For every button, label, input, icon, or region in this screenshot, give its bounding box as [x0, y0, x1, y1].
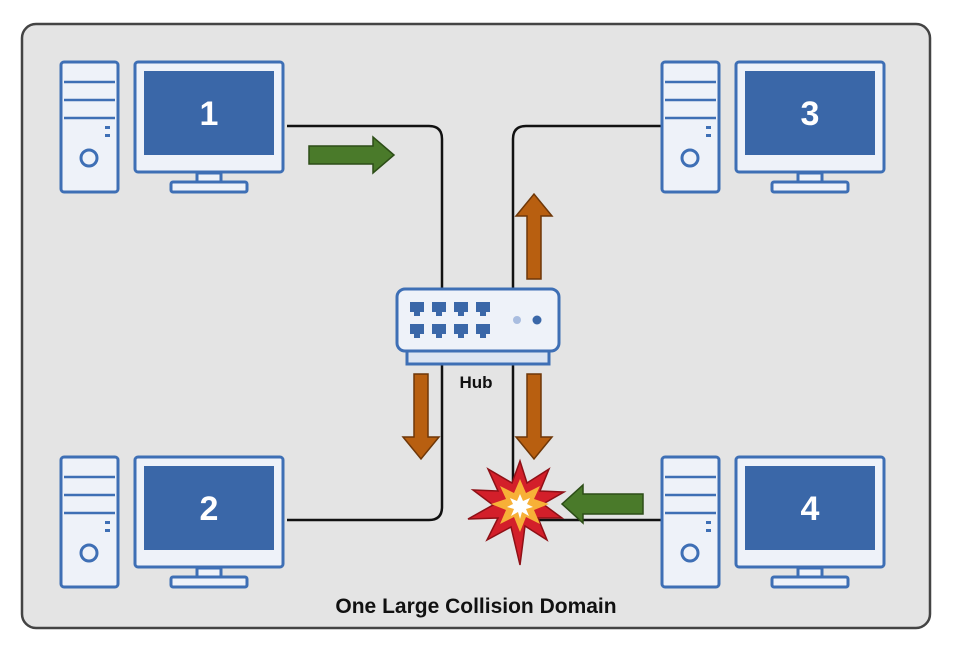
arrow-right-icon: [308, 135, 396, 175]
computer-monitor-icon: 4: [734, 455, 886, 589]
computer-4: 4: [660, 455, 886, 589]
hub-icon: [395, 287, 561, 366]
computer-tower-icon: [59, 455, 120, 589]
computer-tower-icon: [59, 60, 120, 194]
computer-label: 3: [801, 95, 820, 133]
computer-monitor-icon: 2: [133, 455, 285, 589]
arrow-left-icon: [560, 483, 644, 525]
cable-pc3-hub: [511, 124, 662, 292]
diagram-caption: One Large Collision Domain: [335, 595, 616, 618]
computer-label: 2: [200, 490, 219, 528]
arrow-down-icon: [401, 373, 441, 461]
hub-led-icon: [513, 316, 521, 324]
computer-monitor-icon: 1: [133, 60, 285, 194]
cable-pc2-hub: [287, 354, 444, 522]
hub-label: Hub: [459, 373, 492, 392]
computer-2: 2: [59, 455, 285, 589]
computer-1: 1: [59, 60, 285, 194]
computer-tower-icon: [660, 455, 721, 589]
computer-monitor-icon: 3: [734, 60, 886, 194]
computer-label: 4: [801, 490, 820, 528]
computer-label: 1: [200, 95, 219, 133]
computer-tower-icon: [660, 60, 721, 194]
computer-3: 3: [660, 60, 886, 194]
cable-pc1-hub: [287, 124, 444, 292]
collision-burst-icon: [467, 458, 567, 566]
hub-led-icon: [532, 315, 542, 325]
arrow-down-icon: [514, 373, 554, 461]
arrow-up-icon: [514, 192, 554, 280]
